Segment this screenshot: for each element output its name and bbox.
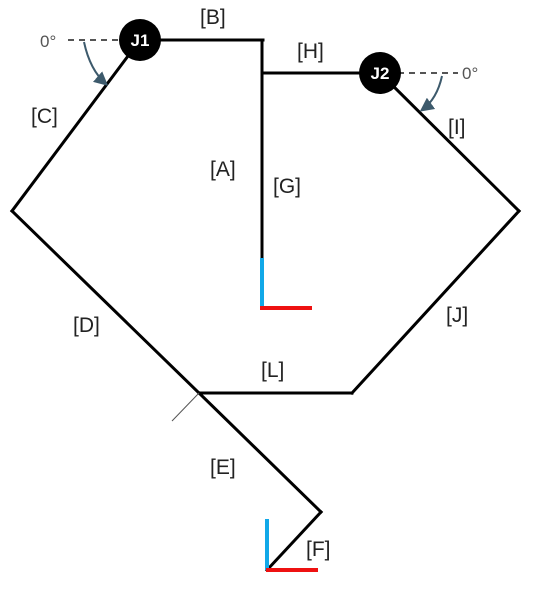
j1-zero-angle-label: 0° <box>40 32 56 51</box>
joint-j1: J1 <box>119 19 161 61</box>
label-g: [G] <box>273 175 301 198</box>
j2-zero-angle-label: 0° <box>462 64 478 83</box>
label-l: [L] <box>261 359 284 382</box>
label-e: [E] <box>210 456 236 479</box>
joint-tick-mark <box>171 392 200 422</box>
link-c <box>9 37 143 214</box>
label-c: [C] <box>31 105 58 128</box>
link-e <box>196 390 324 515</box>
label-b: [B] <box>200 6 226 29</box>
link-d <box>9 208 202 396</box>
link-j <box>349 208 522 396</box>
joint-j2-label: J2 <box>371 64 390 83</box>
label-j: [J] <box>446 304 468 327</box>
label-f: [F] <box>306 538 331 561</box>
link-i <box>377 70 522 214</box>
label-h: [H] <box>297 40 324 63</box>
j1-angle-arc <box>83 41 109 86</box>
label-a: [A] <box>210 158 236 181</box>
joint-j2: J2 <box>359 52 401 94</box>
j2-angle-arc <box>419 75 443 112</box>
joint-j1-label: J1 <box>131 31 150 50</box>
link-f <box>264 509 324 573</box>
label-i: [I] <box>448 116 466 139</box>
label-d: [D] <box>73 314 100 337</box>
